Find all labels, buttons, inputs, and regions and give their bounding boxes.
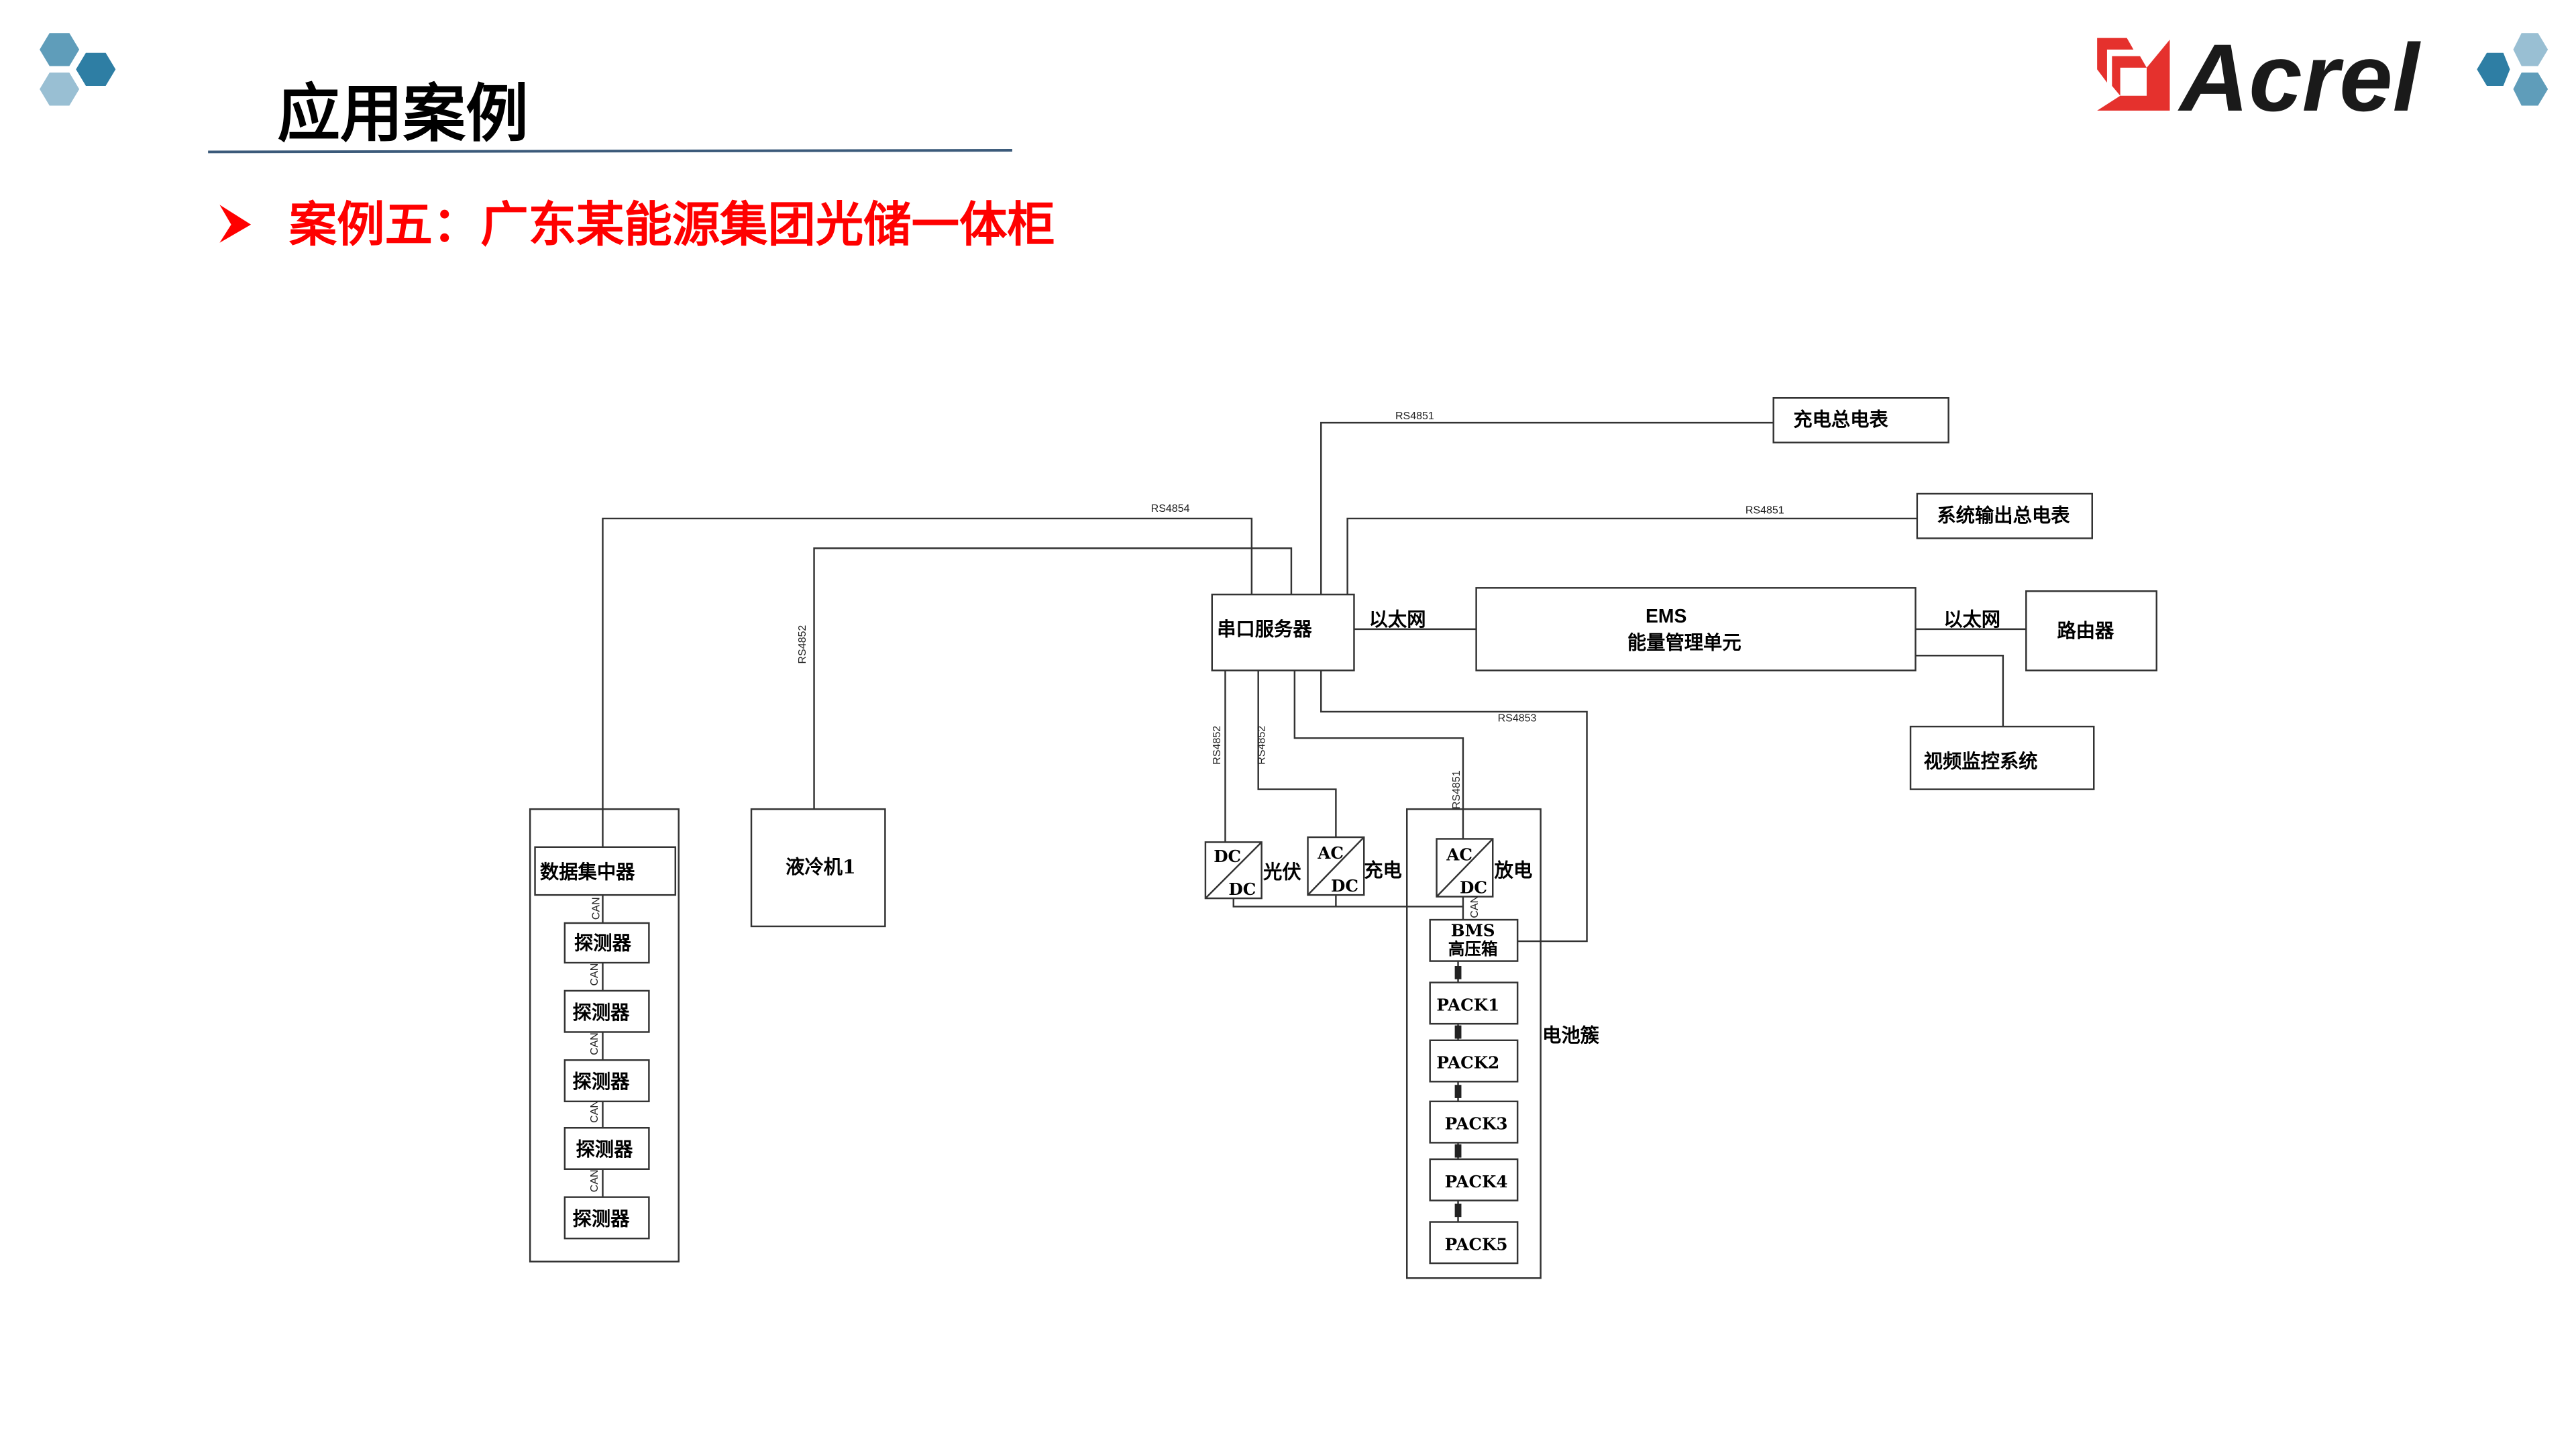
can-label: CAN bbox=[591, 897, 602, 920]
pack-label: PACK5 bbox=[1445, 1234, 1508, 1254]
logo-hexagons-icon bbox=[2477, 33, 2548, 106]
detector-label: 探测器 bbox=[573, 1001, 631, 1024]
detector-item: 探测器 CAN bbox=[564, 897, 650, 964]
pv-label: 光伏 bbox=[1263, 861, 1301, 883]
detector-label: 探测器 bbox=[574, 931, 632, 954]
link-label: RS4854 bbox=[1151, 503, 1190, 515]
bms-label: BMS bbox=[1451, 921, 1495, 941]
output-meter-box bbox=[1916, 492, 2093, 539]
ems-box bbox=[1475, 587, 1917, 672]
pv-dcdc-converter: DC DC bbox=[1204, 841, 1263, 900]
link-label: RS4853 bbox=[1498, 713, 1537, 724]
can-label: CAN bbox=[589, 1169, 600, 1192]
data-collector-label: 数据集中器 bbox=[540, 861, 635, 883]
logo-text: Acrel bbox=[2178, 25, 2421, 131]
discharge-acdc-converter: AC DC bbox=[1436, 838, 1494, 898]
liquid-cooler-box bbox=[750, 808, 886, 928]
can-label: CAN bbox=[1469, 896, 1481, 918]
link-label: RS4851 bbox=[1451, 770, 1462, 809]
discharge-label: 放电 bbox=[1494, 859, 1533, 881]
pack-box bbox=[1429, 1039, 1519, 1083]
converter-input-label: DC bbox=[1214, 847, 1241, 866]
video-surveillance-box bbox=[1909, 725, 2095, 790]
link-label: RS4852 bbox=[1256, 726, 1268, 765]
detector-group-frame bbox=[529, 808, 680, 1263]
video-surveillance-label: 视频监控系统 bbox=[1924, 750, 2038, 773]
pack-connector-icon bbox=[1454, 966, 1462, 1218]
pack-box bbox=[1429, 1158, 1519, 1201]
pack-box bbox=[1429, 981, 1519, 1025]
ems-title: EMS bbox=[1646, 605, 1686, 627]
detector-item: 探测器 CAN bbox=[564, 1032, 650, 1103]
pack-label: PACK4 bbox=[1445, 1172, 1508, 1191]
acrel-mark-icon bbox=[2097, 38, 2170, 111]
detector-item: 探测器 CAN bbox=[564, 1100, 650, 1170]
ethernet-label: 以太网 bbox=[1943, 608, 2000, 631]
converter-output-label: DC bbox=[1228, 879, 1256, 899]
charge-meter-box bbox=[1772, 397, 1949, 443]
title-underline bbox=[208, 149, 1012, 154]
pack-label: PACK1 bbox=[1436, 995, 1499, 1014]
converter-output-label: DC bbox=[1460, 878, 1487, 898]
converter-input-label: AC bbox=[1317, 843, 1344, 863]
detector-label: 探测器 bbox=[573, 1207, 631, 1230]
output-meter-label: 系统输出总电表 bbox=[1937, 504, 2070, 527]
can-label: CAN bbox=[589, 1032, 600, 1055]
battery-cluster-frame bbox=[1406, 808, 1542, 1279]
ems-subtitle: 能量管理单元 bbox=[1627, 631, 1741, 653]
detector-item: 探测器 CAN bbox=[564, 1169, 650, 1240]
case-subtitle: 案例五：广东某能源集团光储一体柜 bbox=[289, 197, 1055, 252]
link-label: RS4851 bbox=[1746, 505, 1784, 517]
converter-input-label: AC bbox=[1446, 845, 1472, 864]
hexagon-decoration-icon bbox=[40, 33, 116, 106]
bms-sublabel: 高压箱 bbox=[1448, 939, 1498, 959]
page-title: 应用案例 bbox=[278, 78, 529, 151]
arrow-bullet-icon bbox=[219, 205, 252, 243]
router-label: 路由器 bbox=[2057, 619, 2114, 642]
data-collector-box bbox=[534, 846, 676, 896]
battery-cluster-label: 电池簇 bbox=[1542, 1024, 1600, 1046]
bms-box bbox=[1429, 918, 1519, 962]
converter-output-label: DC bbox=[1331, 876, 1358, 896]
pack-box bbox=[1429, 1100, 1519, 1144]
pack-label: PACK3 bbox=[1445, 1114, 1508, 1134]
pack-label: PACK2 bbox=[1436, 1053, 1499, 1073]
link-label: RS4851 bbox=[1395, 411, 1434, 422]
can-label: CAN bbox=[589, 963, 600, 986]
charge-acdc-converter: AC DC bbox=[1307, 836, 1365, 896]
charge-label: 充电 bbox=[1364, 859, 1402, 881]
link-label: RS4852 bbox=[1212, 726, 1223, 765]
detector-label: 探测器 bbox=[573, 1070, 631, 1093]
serial-server-box bbox=[1211, 593, 1355, 672]
pack-box bbox=[1429, 1221, 1519, 1265]
detector-label: 探测器 bbox=[576, 1138, 633, 1161]
liquid-cooler-label: 液冷机1 bbox=[786, 855, 856, 878]
detector-item: 探测器 CAN bbox=[564, 963, 650, 1033]
serial-server-label: 串口服务器 bbox=[1217, 618, 1312, 641]
ethernet-label: 以太网 bbox=[1369, 608, 1426, 631]
acrel-logo: Acrel bbox=[2097, 25, 2548, 131]
link-label: RS4852 bbox=[797, 625, 808, 664]
router-box bbox=[2025, 590, 2158, 672]
can-label: CAN bbox=[589, 1100, 600, 1123]
charge-meter-label: 充电总电表 bbox=[1793, 408, 1888, 431]
